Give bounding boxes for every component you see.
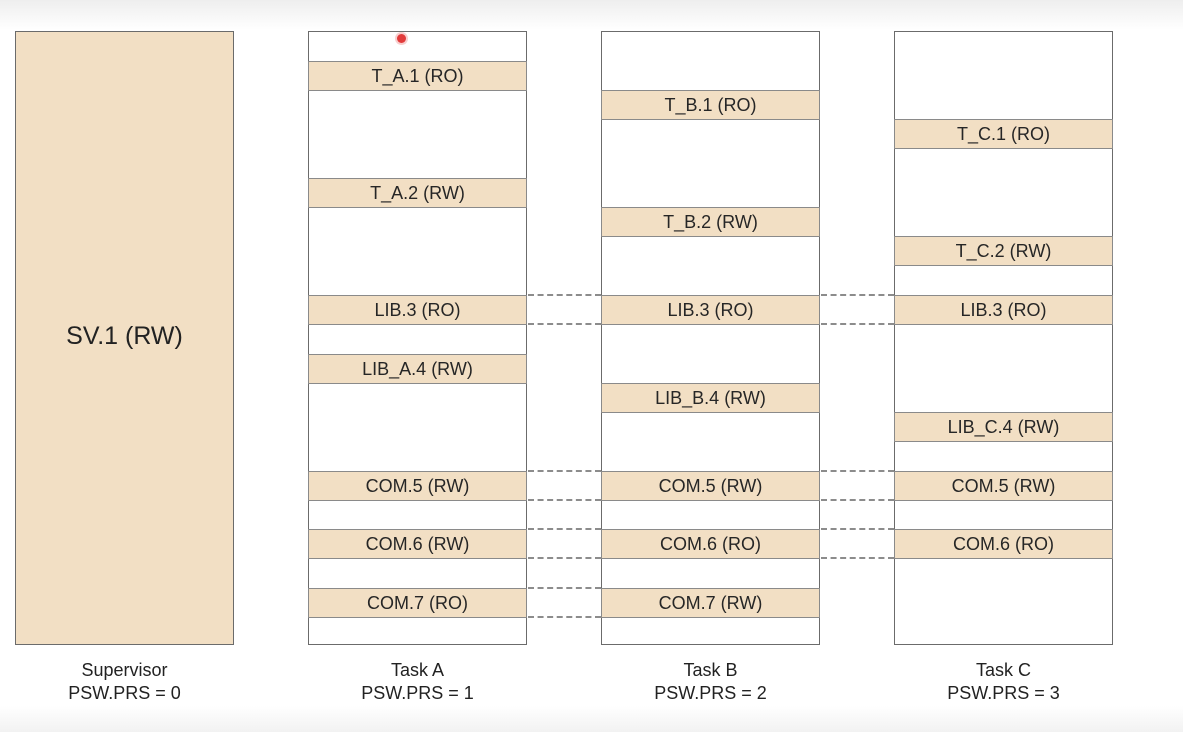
task-b-column: T_B.1 (RO) T_B.2 (RW) LIB.3 (RO) LIB_B.4… (601, 31, 820, 645)
task-a-region-t-a-1: T_A.1 (RO) (308, 61, 527, 91)
lib3-connector-b-c-top (821, 294, 894, 296)
pointer-dot-icon (397, 34, 406, 43)
com5-connector-b-c-bottom (821, 499, 894, 501)
task-c-region-t-c-2: T_C.2 (RW) (894, 236, 1113, 266)
task-c-region-lib-c-4: LIB_C.4 (RW) (894, 412, 1113, 442)
task-c-region-com-6: COM.6 (RO) (894, 529, 1113, 559)
task-c-caption-prs: PSW.PRS = 3 (947, 683, 1060, 703)
task-b-caption-prs: PSW.PRS = 2 (654, 683, 767, 703)
task-a-caption-name: Task A (390, 660, 445, 680)
task-c-caption: Task C PSW.PRS = 3 (894, 659, 1113, 705)
task-a-region-com-7: COM.7 (RO) (308, 588, 527, 618)
task-a-caption: Task A PSW.PRS = 1 (308, 659, 527, 705)
supervisor-caption: Supervisor PSW.PRS = 0 (15, 659, 234, 705)
com6-connector-a-b-top (528, 528, 601, 530)
com7-connector-a-b-top (528, 587, 601, 589)
com6-connector-a-b-bottom (528, 557, 601, 559)
task-c-region-lib-3: LIB.3 (RO) (894, 295, 1113, 325)
bottom-shade (0, 706, 1183, 732)
task-c-region-com-5: COM.5 (RW) (894, 471, 1113, 501)
task-a-region-lib-a-4: LIB_A.4 (RW) (308, 354, 527, 384)
lib3-connector-a-b-top (528, 294, 601, 296)
task-a-region-t-a-2: T_A.2 (RW) (308, 178, 527, 208)
task-b-region-lib-b-4: LIB_B.4 (RW) (601, 383, 820, 413)
task-b-caption: Task B PSW.PRS = 2 (601, 659, 820, 705)
task-c-caption-name: Task C (975, 660, 1031, 680)
task-a-caption-prs: PSW.PRS = 1 (361, 683, 474, 703)
sv1-region-label: SV.1 (RW) (66, 322, 183, 350)
task-b-region-com-7: COM.7 (RW) (601, 588, 820, 618)
task-b-region-lib-3: LIB.3 (RO) (601, 295, 820, 325)
task-b-caption-name: Task B (683, 660, 738, 680)
top-shade (0, 0, 1183, 30)
supervisor-column: SV.1 (RW) (15, 31, 234, 645)
task-b-region-com-6: COM.6 (RO) (601, 529, 820, 559)
com5-connector-b-c-top (821, 470, 894, 472)
task-b-region-com-5: COM.5 (RW) (601, 471, 820, 501)
supervisor-caption-prs: PSW.PRS = 0 (68, 683, 181, 703)
com7-connector-a-b-bottom (528, 616, 601, 618)
lib3-connector-a-b-bottom (528, 323, 601, 325)
task-b-region-t-b-1: T_B.1 (RO) (601, 90, 820, 120)
com6-connector-b-c-top (821, 528, 894, 530)
task-c-column: T_C.1 (RO) T_C.2 (RW) LIB.3 (RO) LIB_C.4… (894, 31, 1113, 645)
task-a-region-com-6: COM.6 (RW) (308, 529, 527, 559)
lib3-connector-b-c-bottom (821, 323, 894, 325)
task-c-region-t-c-1: T_C.1 (RO) (894, 119, 1113, 149)
task-a-region-com-5: COM.5 (RW) (308, 471, 527, 501)
task-a-region-lib-3: LIB.3 (RO) (308, 295, 527, 325)
com6-connector-b-c-bottom (821, 557, 894, 559)
com5-connector-a-b-bottom (528, 499, 601, 501)
com5-connector-a-b-top (528, 470, 601, 472)
task-b-region-t-b-2: T_B.2 (RW) (601, 207, 820, 237)
supervisor-caption-name: Supervisor (81, 660, 168, 680)
task-a-column: T_A.1 (RO) T_A.2 (RW) LIB.3 (RO) LIB_A.4… (308, 31, 527, 645)
